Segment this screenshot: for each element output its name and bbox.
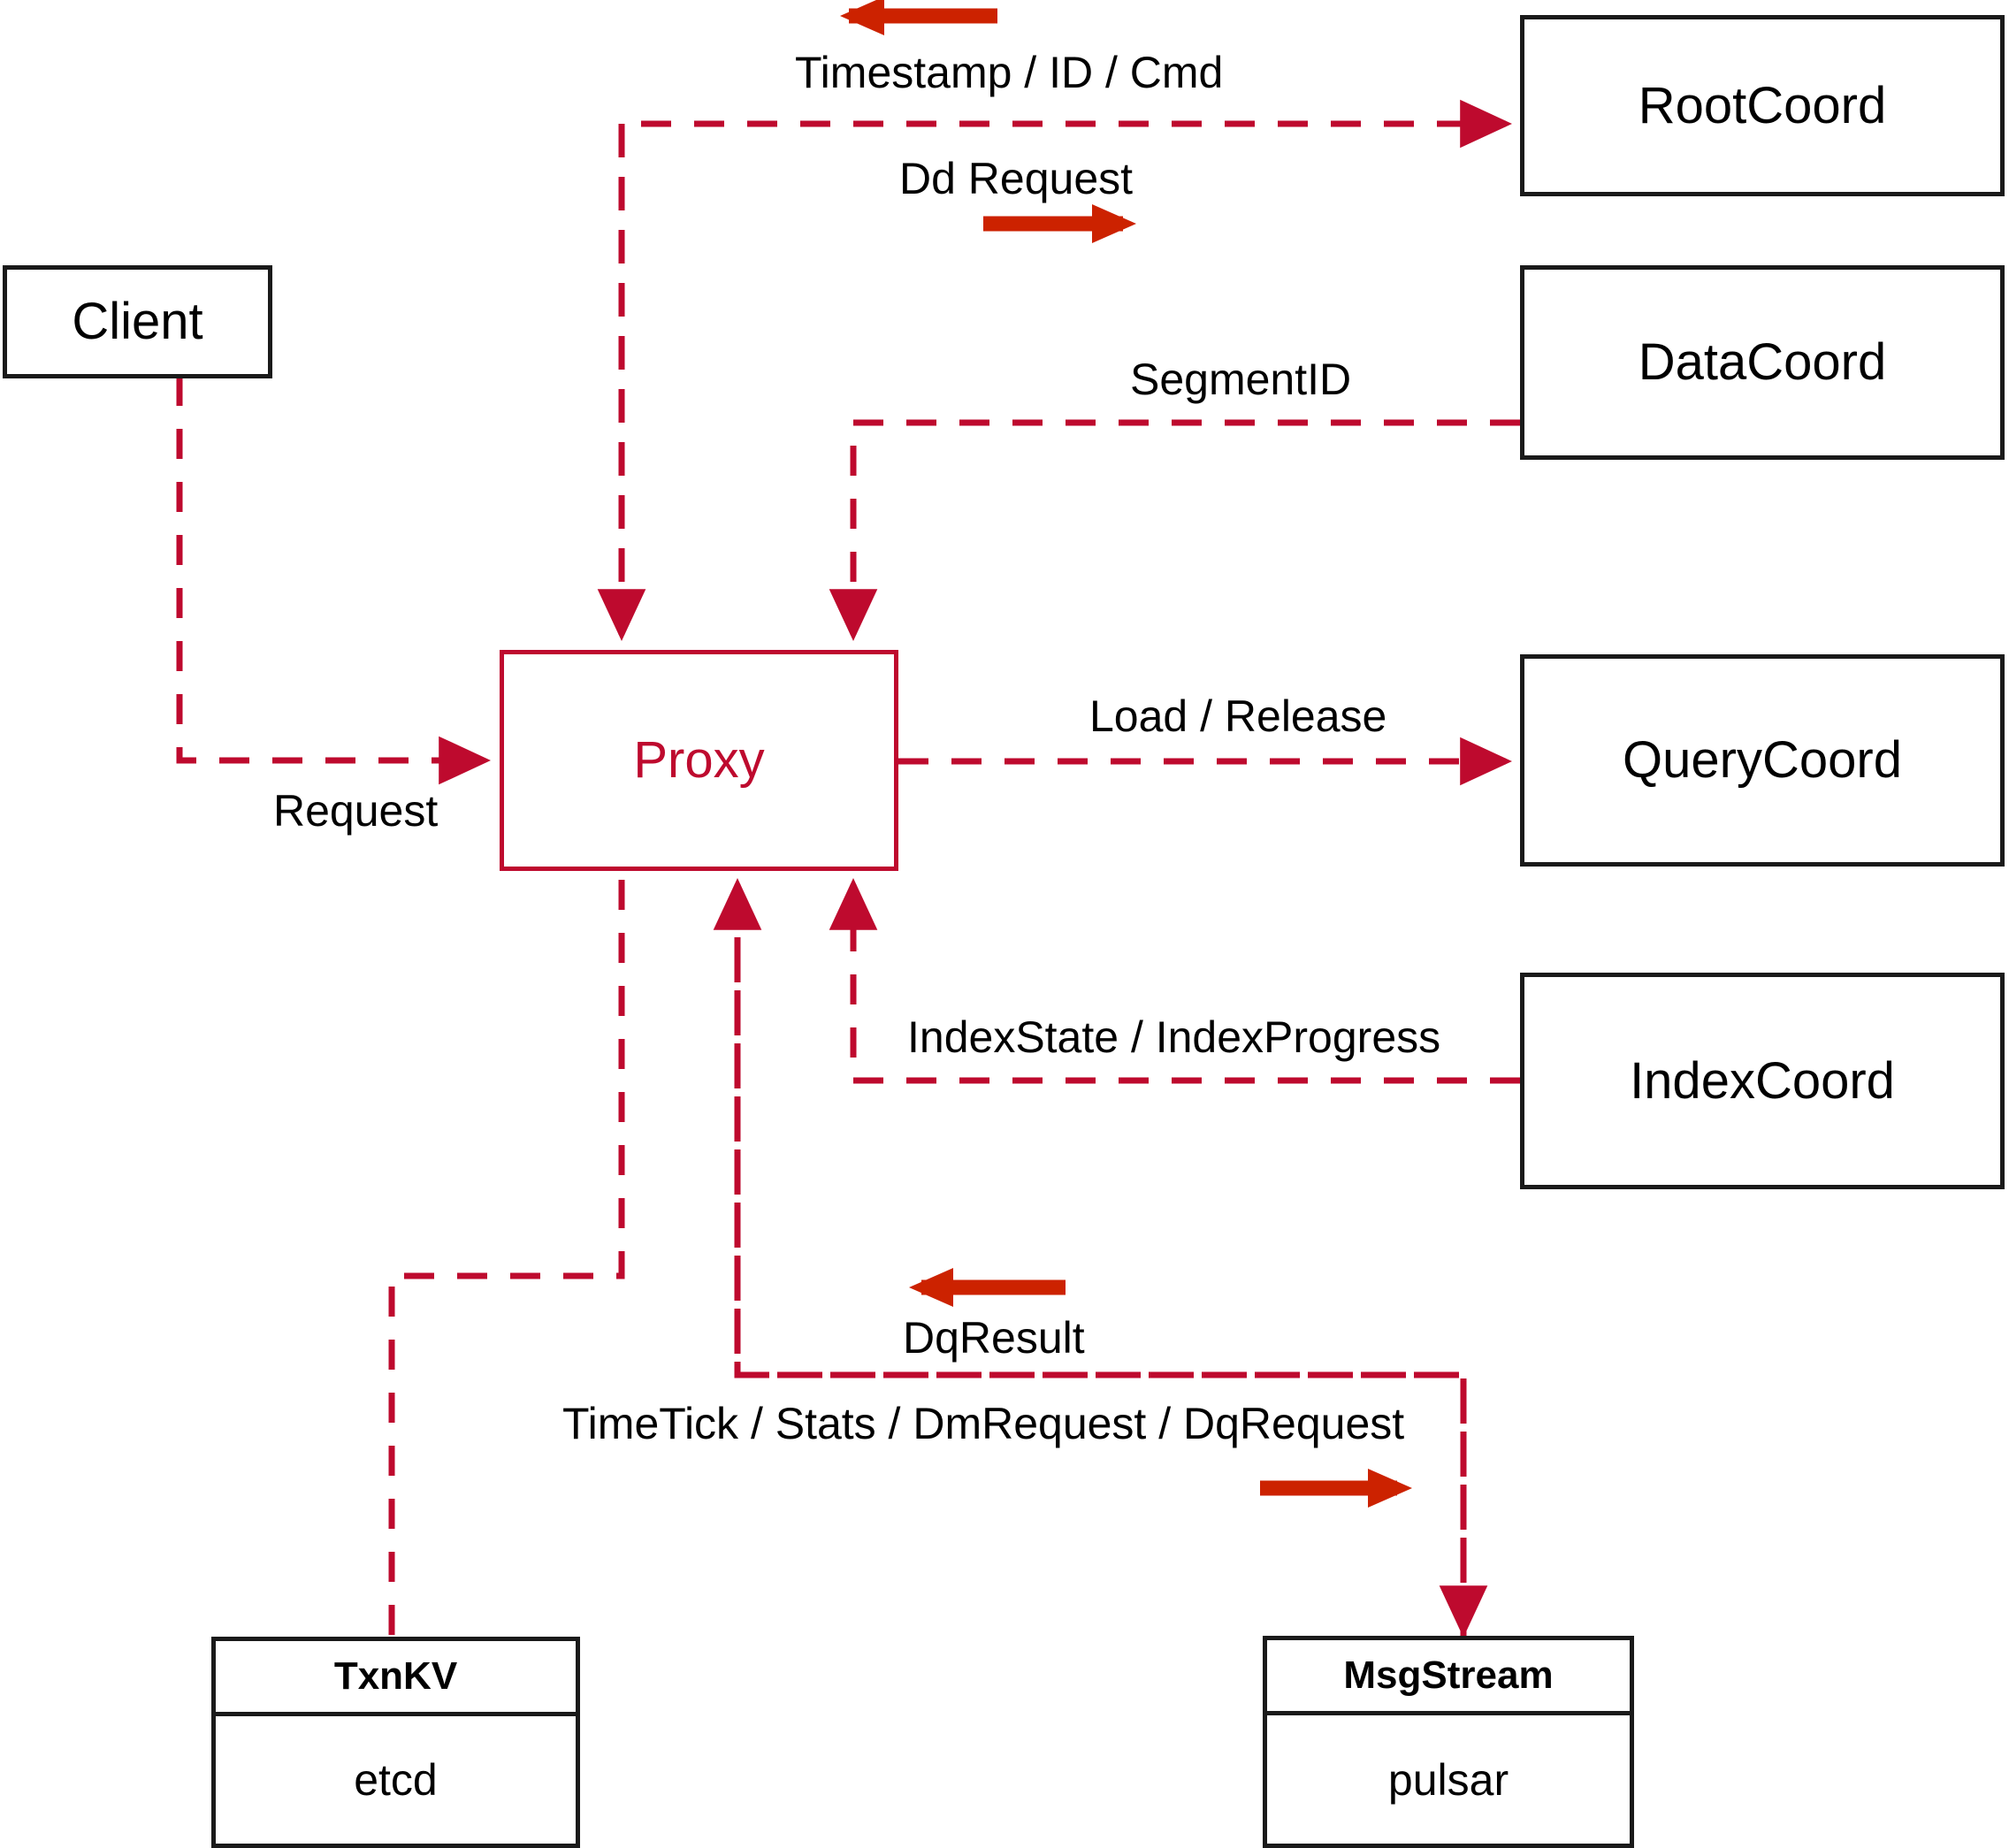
edge-label-segmentid: SegmentID	[1130, 355, 1352, 404]
node-rootcoord[interactable]: RootCoord	[1520, 15, 2005, 196]
arrow-dd-request-icon	[983, 204, 1136, 243]
node-msgstream-body: pulsar	[1267, 1715, 1630, 1844]
node-client[interactable]: Client	[3, 265, 272, 378]
node-proxy[interactable]: Proxy	[500, 650, 898, 871]
node-proxy-label: Proxy	[633, 731, 765, 789]
node-datacoord[interactable]: DataCoord	[1520, 265, 2005, 460]
edge-label-timestamp-id-cmd: Timestamp / ID / Cmd	[795, 48, 1224, 97]
node-txnkv-header-label: TxnKV	[333, 1654, 458, 1698]
arrow-dq-result-icon	[909, 1268, 1066, 1307]
wire-client-to-proxy	[176, 376, 491, 785]
wire-datacoord-to-proxy	[829, 419, 1520, 641]
wire-proxy-to-rootcoord	[597, 99, 1512, 641]
wire-indexcoord-to-proxy	[829, 878, 1520, 1084]
edge-label-dq-result: DqResult	[903, 1313, 1085, 1363]
node-datacoord-label: DataCoord	[1638, 333, 1887, 391]
edge-label-timetick-stats: TimeTick / Stats / DmRequest / DqRequest	[562, 1399, 1405, 1448]
wire-proxy-to-txnkv	[388, 880, 625, 1637]
node-msgstream-body-label: pulsar	[1387, 1754, 1509, 1805]
node-txnkv-body: etcd	[216, 1716, 576, 1844]
arrow-timestamp-id-cmd-icon	[840, 0, 997, 35]
edge-label-request: Request	[273, 786, 439, 836]
node-indexcoord-label: IndexCoord	[1630, 1051, 1895, 1110]
node-rootcoord-label: RootCoord	[1638, 76, 1887, 134]
edge-label-load-release: Load / Release	[1089, 691, 1387, 741]
node-msgstream-header-label: MsgStream	[1343, 1653, 1554, 1697]
wire-proxy-to-msgstream	[713, 878, 1488, 1638]
node-txnkv[interactable]: TxnKV etcd	[211, 1637, 580, 1848]
node-txnkv-header: TxnKV	[216, 1641, 576, 1716]
node-client-label: Client	[72, 293, 203, 350]
node-querycoord-label: QueryCoord	[1623, 731, 1902, 789]
edge-label-index-state: IndexState / IndexProgress	[907, 1012, 1441, 1062]
node-msgstream-header: MsgStream	[1267, 1640, 1630, 1715]
node-msgstream[interactable]: MsgStream pulsar	[1263, 1636, 1634, 1848]
node-querycoord[interactable]: QueryCoord	[1520, 654, 2005, 867]
node-txnkv-body-label: etcd	[354, 1755, 438, 1805]
edge-label-dd-request: Dd Request	[899, 154, 1134, 203]
node-indexcoord[interactable]: IndexCoord	[1520, 973, 2005, 1189]
arrow-timetick-stats-icon	[1260, 1469, 1412, 1508]
